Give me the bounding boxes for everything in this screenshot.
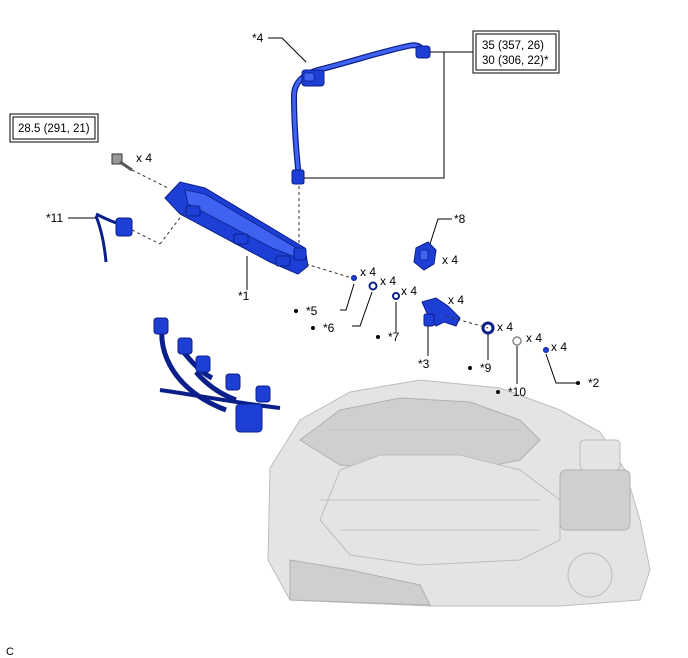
wire-harness-part-11	[94, 212, 133, 263]
fuel-rail-part-1	[164, 181, 309, 275]
part-5-o-ring	[351, 275, 357, 281]
qty-part-6: x 4	[380, 274, 396, 288]
callout-6: *6	[323, 321, 335, 335]
bolt	[111, 153, 133, 172]
qty-part-5: x 4	[360, 265, 376, 279]
torque-box-fuel-pipe: 35 (357, 26) 30 (306, 22)*	[472, 30, 560, 74]
callout-7: *7	[388, 330, 400, 344]
callout-8: *8	[454, 212, 466, 226]
part-3-fuel-injector	[421, 297, 461, 327]
torque-bolt: 28.5 (291, 21)	[18, 123, 90, 135]
callout-10: *10	[508, 385, 526, 399]
part-2-gasket	[543, 347, 549, 353]
part-9-seal	[481, 321, 495, 335]
torque-fuel-pipe-line-2: 30 (306, 22)*	[482, 55, 549, 67]
callout-9: *9	[480, 361, 492, 375]
callout-11: *11	[46, 211, 63, 225]
qty-part-7: x 4	[401, 284, 417, 298]
callout-labels: *4 *11 *1 *5 *6 *7 *8 *3 *9 *10 *2	[46, 31, 600, 399]
callout-2: *2	[588, 376, 600, 390]
callout-5: *5	[306, 304, 318, 318]
callout-3: *3	[418, 357, 430, 371]
qty-part-2: x 4	[551, 340, 567, 354]
qty-part-8: x 4	[442, 253, 458, 267]
qty-part-10: x 4	[526, 331, 542, 345]
part-8-clamp	[413, 241, 437, 271]
part-10-ring	[512, 336, 522, 346]
engine-wire-harness	[153, 317, 281, 433]
part-7-ring	[392, 292, 400, 300]
leader-lines	[68, 37, 576, 384]
qty-part-9: x 4	[497, 320, 513, 334]
engine-illustration	[267, 379, 651, 607]
callout-4: *4	[252, 31, 264, 45]
qty-bolt: x 4	[136, 151, 152, 165]
alignment-lines	[131, 169, 489, 329]
corner-code: C	[6, 646, 14, 658]
torque-box-bolt: 28.5 (291, 21)	[9, 113, 99, 143]
torque-fuel-pipe-line-1: 35 (357, 26)	[482, 40, 544, 52]
part-6-o-ring	[368, 281, 378, 291]
callout-1: *1	[238, 289, 250, 303]
qty-part-3: x 4	[448, 293, 464, 307]
quantity-labels: x 4 x 4 x 4 x 4 x 4 x 4 x 4 x 4 x 4	[136, 151, 567, 354]
fuel-pipe-part-4	[290, 42, 431, 185]
